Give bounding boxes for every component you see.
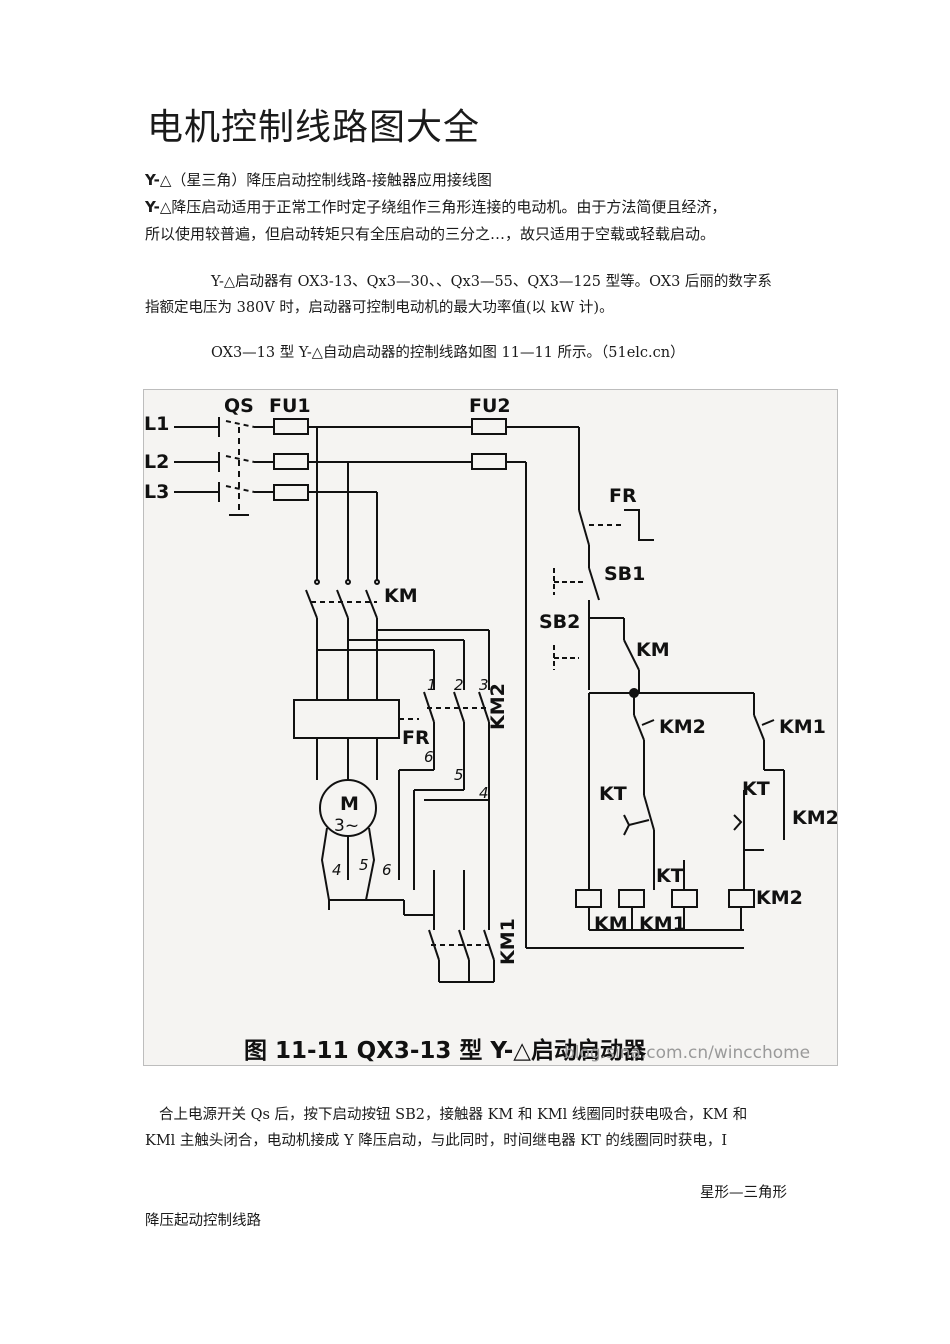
label-km1-coil: KM1 — [639, 913, 686, 935]
label-n1: 1 — [427, 676, 437, 694]
coil-km — [575, 889, 602, 908]
label-n5: 5 — [454, 766, 464, 784]
coil-km2 — [728, 889, 755, 908]
footer-right-text: 星形—三角形 — [700, 1185, 787, 1201]
fuse-fu1-b — [273, 453, 309, 470]
coil-km1 — [618, 889, 645, 908]
label-km2-ctrl: KM2 — [659, 716, 706, 738]
label-l2: L2 — [144, 451, 169, 473]
thermal-relay-fr — [293, 699, 400, 739]
label-km-main: KM — [384, 585, 418, 607]
paragraph-3-line-1: 合上电源开关 Qs 后，按下启动按钮 SB2，接触器 KM 和 KMl 线圈同时… — [159, 1107, 748, 1123]
label-kt-a: KT — [599, 783, 627, 805]
label-sb2: SB2 — [539, 611, 580, 633]
subtitle-line-1-bold: Y- — [145, 171, 160, 189]
subtitle-line-2-rest: △降压启动适用于正常工作时定子绕组作三角形连接的电动机。由于方法简便且经济， — [159, 198, 727, 216]
paragraph-1-line-2: 指额定电压为 380V 时，启动器可控制电动机的最大功率值(以 kW 计)。 — [145, 300, 614, 316]
fuse-fu2-a — [471, 418, 507, 435]
subtitle-line-3: 所以使用较普遍，但启动转矩只有全压启动的三分之…，故只适用于空载或轻载启动。 — [145, 225, 716, 243]
label-motor-m: M — [340, 793, 359, 815]
label-n6: 6 — [424, 748, 434, 766]
label-kt-b: KT — [742, 778, 770, 800]
paragraph-1-line-1: Y-△启动器有 OX3-13、Qx3—30、、Qx3—55、QX3—125 型等… — [211, 274, 772, 290]
subtitle-line-1: Y-△（星三角）降压启动控制线路-接触器应用接线图 — [145, 169, 492, 190]
label-km2-coil: KM2 — [756, 887, 803, 909]
circuit-diagram: L1 L2 L3 QS FU1 FU2 FR SB1 SB2 KM KM KM2… — [144, 395, 837, 1064]
subtitle-line-1-rest: △（星三角）降压启动控制线路-接触器应用接线图 — [159, 171, 492, 189]
label-km1-ctrl: KM1 — [779, 716, 826, 738]
label-n2: 2 — [454, 676, 464, 694]
page-title: 电机控制线路图大全 — [147, 107, 481, 148]
label-fr-main: FR — [402, 727, 430, 749]
label-n5b: 5 — [359, 856, 369, 874]
fuse-fu2-b — [471, 453, 507, 470]
coil-kt — [671, 889, 698, 908]
figure-caption: 图 11-11 QX3-13 型 Y-△启动启动器 — [244, 1037, 647, 1064]
label-n4: 4 — [479, 784, 489, 802]
subtitle-line-2-bold: Y- — [145, 198, 160, 216]
label-motor-phase: 3~ — [334, 816, 359, 836]
label-km2-b: KM2 — [792, 807, 837, 829]
label-l3: L3 — [144, 481, 169, 503]
label-km-ctrl: KM — [636, 639, 670, 661]
label-kt-coil: KT — [656, 865, 684, 887]
label-fr-top: FR — [609, 485, 637, 507]
label-fu1: FU1 — [269, 395, 311, 417]
circuit-diagram-figure: L1 L2 L3 QS FU1 FU2 FR SB1 SB2 KM KM KM2… — [143, 389, 838, 1066]
figure-watermark: blog.sina.com.cn/wincchome — [564, 1043, 810, 1063]
label-n3: 3 — [479, 676, 489, 694]
subtitle-line-2: Y-△降压启动适用于正常工作时定子绕组作三角形连接的电动机。由于方法简便且经济， — [145, 196, 726, 217]
label-n4b: 4 — [332, 861, 342, 879]
label-sb1: SB1 — [604, 563, 645, 585]
label-km-coil: KM — [594, 913, 628, 935]
label-qs: QS — [224, 395, 254, 417]
label-km1-main: KM1 — [497, 918, 519, 965]
paragraph-2: OX3—13 型 Y-△自动启动器的控制线路如图 11—11 所示。（51elc… — [211, 345, 685, 361]
footer-left-text: 降压起动控制线路 — [145, 1213, 261, 1229]
label-km2-main: KM2 — [487, 683, 509, 730]
label-fu2: FU2 — [469, 395, 511, 417]
label-l1: L1 — [144, 413, 169, 435]
paragraph-3-line-2: KMl 主触头闭合，电动机接成 Y 降压启动，与此同时，时间继电器 KT 的线圈… — [145, 1133, 728, 1149]
fuse-fu1-c — [273, 484, 309, 501]
fuse-fu1-a — [273, 418, 309, 435]
label-n6b: 6 — [382, 861, 392, 879]
